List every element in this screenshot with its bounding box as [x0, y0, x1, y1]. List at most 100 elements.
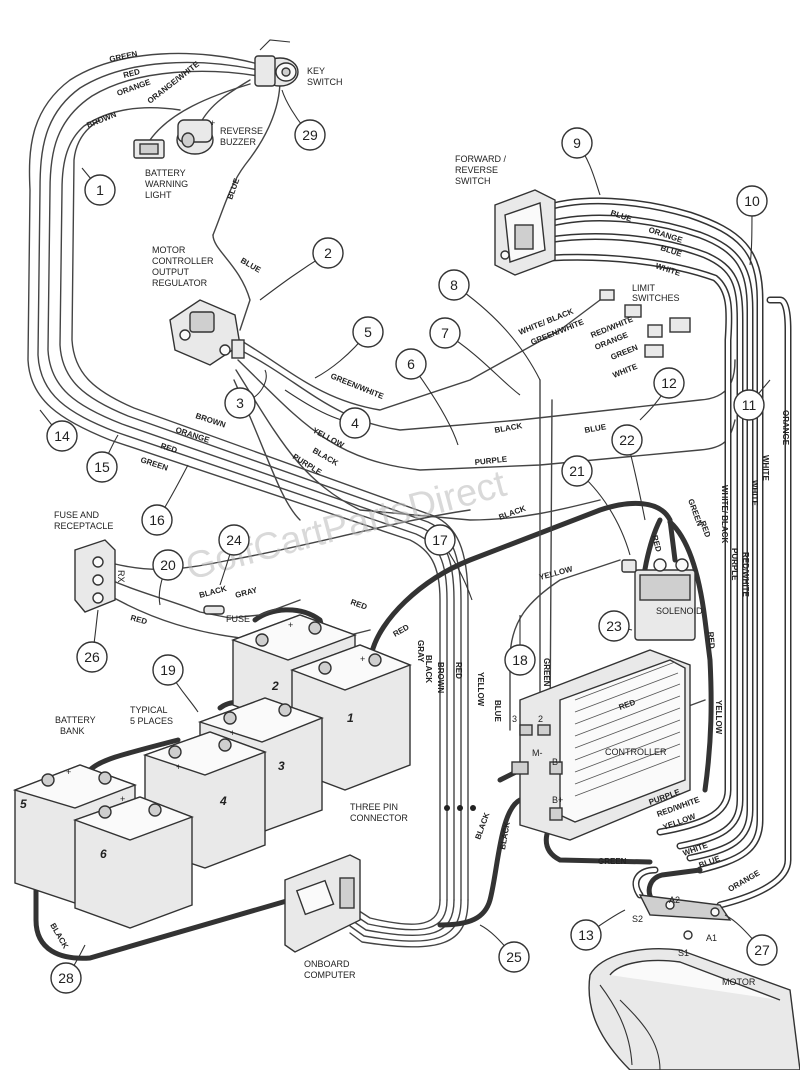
motor [588, 894, 800, 1070]
reverse-buzzer [176, 119, 214, 155]
wire-label-green-5: GREEN [542, 658, 551, 687]
svg-text:11: 11 [742, 397, 757, 413]
wire-label-gray-2: GRAY [416, 640, 425, 663]
svg-text:6: 6 [407, 356, 415, 372]
label-terminal-s1: S1 [678, 948, 689, 958]
battery-terminal-marks: + + + + + + + [66, 118, 365, 804]
svg-text:15: 15 [94, 459, 110, 475]
power-cables [536, 197, 792, 909]
wire-label-red-9: RED [454, 662, 463, 679]
svg-text:14: 14 [54, 428, 70, 444]
wire-label-green-6: GREEN [598, 857, 627, 866]
wire-label-orange-white: ORANGE/WHITE [146, 59, 202, 105]
svg-text:+: + [230, 728, 235, 738]
limit-switches [599, 289, 691, 358]
wire-label-purple-3: PURPLE [730, 548, 739, 581]
callout-24: 24 [218, 524, 250, 556]
onboard-computer [284, 854, 361, 953]
label-controller-pin-2: 2 [538, 714, 543, 724]
svg-text:24: 24 [226, 532, 242, 548]
svg-text:12: 12 [661, 375, 677, 391]
label-key-switch: KEY [307, 66, 325, 76]
callout-26: 26 [76, 641, 108, 673]
battery-number-1: 1 [347, 711, 354, 725]
callout-21: 21 [561, 455, 593, 487]
battery-number-3: 3 [278, 759, 285, 773]
svg-text:21: 21 [569, 463, 585, 479]
wire-label-red-3: RED [698, 520, 712, 539]
callout-18: 18 [504, 644, 536, 676]
wire-label-red-4: RED [650, 534, 663, 553]
label-three-pin-2: CONNECTOR [350, 813, 408, 823]
battery-warning-light [133, 139, 165, 159]
callout-20: 20 [152, 549, 184, 581]
svg-text:16: 16 [149, 512, 165, 528]
label-typical-2: 5 PLACES [130, 716, 173, 726]
svg-text:19: 19 [160, 662, 176, 678]
svg-text:13: 13 [578, 927, 594, 943]
wire-label-black-6: BLACK [473, 811, 491, 841]
wire-label-green-3: GREEN [609, 343, 639, 362]
label-fuse-receptacle-2: RECEPTACLE [54, 521, 113, 531]
key-switch [254, 39, 299, 87]
svg-text:+: + [210, 118, 215, 128]
wire-label-black-2: BLACK [494, 421, 523, 435]
wire-label-blue-2: BLUE [239, 256, 263, 275]
wire-label-orange-5: ORANGE [781, 410, 790, 446]
label-fr-switch: FORWARD / [455, 154, 506, 164]
label-controller: CONTROLLER [605, 747, 667, 757]
svg-text:+: + [360, 654, 365, 664]
wire-label-gray-1: GRAY [234, 585, 259, 600]
svg-text:+: + [288, 620, 293, 630]
callout-17: 17 [424, 524, 456, 556]
label-terminal-a2: A2 [669, 895, 680, 905]
label-fr-switch-2: REVERSE [455, 165, 498, 175]
label-battery-bank-2: BANK [60, 726, 85, 736]
wire-label-green-white: GREEN/WHITE [329, 372, 385, 402]
wire-label-yellow-4: YELLOW [476, 672, 485, 707]
svg-text:22: 22 [619, 432, 635, 448]
wire-label-black-5: BLACK [424, 655, 433, 683]
label-motor: MOTOR [722, 977, 756, 987]
svg-text:7: 7 [441, 325, 449, 341]
callout-16: 16 [141, 504, 173, 536]
wire-label-brown: BROWN [85, 110, 117, 130]
svg-text:20: 20 [160, 557, 176, 573]
callout-27: 27 [746, 934, 778, 966]
wire-label-black-7: BLACK [498, 821, 512, 850]
svg-text:9: 9 [573, 135, 581, 151]
wire-label-yellow-3: YELLOW [538, 564, 574, 582]
callout-15: 15 [86, 451, 118, 483]
label-key-switch-2: SWITCH [307, 77, 343, 87]
wire-label-green: GREEN [109, 49, 139, 64]
callout-23: 23 [598, 610, 630, 642]
label-battery-warning-light: BATTERY [145, 168, 186, 178]
battery-bank [12, 614, 412, 929]
wire-label-black-3: BLACK [498, 504, 528, 522]
wire-label-white-4: WHITE [750, 480, 759, 506]
label-terminal-m-minus: M- [532, 748, 543, 758]
label-regulator-4: REGULATOR [152, 278, 208, 288]
svg-text:2: 2 [324, 245, 332, 261]
battery-number-6: 6 [100, 847, 107, 861]
wire-label-red-7: RED [392, 622, 411, 638]
svg-text:3: 3 [236, 395, 244, 411]
label-regulator-3: OUTPUT [152, 267, 190, 277]
battery-number-5: 5 [20, 797, 27, 811]
label-fuse-receptacle: FUSE AND [54, 510, 100, 520]
callout-4: 4 [339, 407, 371, 439]
callout-6: 6 [395, 348, 427, 380]
svg-text:26: 26 [84, 649, 100, 665]
label-terminal-b-plus: B+ [552, 795, 563, 805]
wire-label-orange: ORANGE [116, 77, 153, 98]
fuse-and-receptacle [74, 539, 225, 615]
label-battery-warning-light-3: LIGHT [145, 190, 172, 200]
callout-29: 29 [294, 119, 326, 151]
callout-3: 3 [224, 387, 256, 419]
callout-10: 10 [736, 185, 768, 217]
label-limit-switches: LIMIT [632, 283, 656, 293]
label-reverse-buzzer-2: BUZZER [220, 137, 257, 147]
battery-6 [72, 796, 194, 929]
callout-19: 19 [152, 654, 184, 686]
